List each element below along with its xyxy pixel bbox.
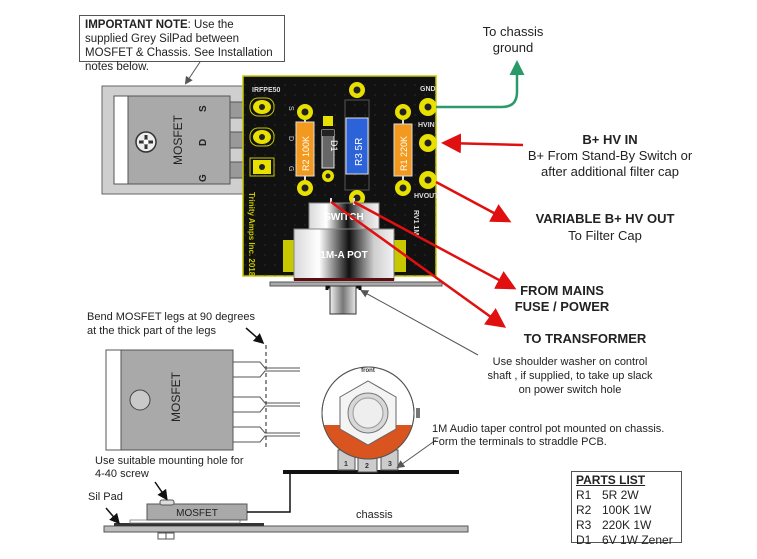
mosfet-pin-s: S [198,105,209,112]
terminal-label-gnd: GND [420,86,436,93]
pot-note: 1M Audio taper control pot mounted on ch… [432,423,665,448]
important-note-text: : Use the supplied Grey SilPad between M… [85,19,273,73]
screw-head [159,499,175,506]
r3-label: R3 5R [354,138,365,166]
silpad-pointer [105,507,120,525]
bplus-in-title: B+ HV IN [582,132,638,147]
pcb-pin-label-g: G [287,166,294,171]
important-note-heading: IMPORTANT NOTE [85,19,188,31]
bplus-out-title: VARIABLE B+ HV OUT [535,211,675,226]
pot-terminal-2: 2 [365,463,369,470]
pcb-pin-label-d: D [287,136,294,141]
transformer-title: TO TRANSFORMER [523,331,647,346]
hvin-arrow [441,133,524,154]
pcb-rv-label: RV1 1M [412,210,419,235]
mosfet-pin-d: D [198,139,209,146]
mosfet-top-view: MOSFET S D G [101,85,247,195]
bend-note: Bend MOSFET legs at 90 degrees at the th… [87,311,255,337]
bplus-in-text: B+ From Stand-By Switch or after additio… [527,148,693,179]
mosfet-bent-label: MOSFET [169,371,183,422]
pot-label: 1M-A POT [320,250,367,261]
silpad-side [114,523,264,526]
screw-pointer [154,481,168,501]
resistor-r2: R2 100K [295,104,315,196]
pot-terminal-3: 3 [388,461,392,468]
silpad-label: Sil Pad [88,491,123,503]
pot-switch-top: SWITCH 1M-A POT [269,198,443,315]
chassis-label: chassis [356,509,393,521]
mains-arrow [353,200,517,290]
mosfet-pin-g: G [198,174,209,182]
note-pointer [184,61,201,85]
pot-front-label: front [361,368,375,374]
hvout-arrow [435,180,512,223]
pot-shaft [329,285,357,315]
pcb-silkscreen: Trinity Amps Inc. 2018 [247,192,256,277]
mounting-hole [129,389,151,411]
r2-label: R2 100K [301,136,311,171]
mosfet-side-label: MOSFET [176,508,218,519]
mosfet-lead-wire [247,470,291,513]
chassis-ground-label: To chassis ground [482,24,544,55]
bend-pointer [245,327,265,344]
washer-pointer [360,290,479,356]
parts-list-title: PARTS LIST [576,473,646,487]
screw-icon [135,131,157,153]
mains-title: FROM MAINS FUSE / POWER [514,283,610,314]
switch-label: SWITCH [324,212,363,223]
pcb-mount-plate [269,281,443,287]
mosfet-top-label: MOSFET [171,114,185,165]
d1-label: D1 [329,140,339,152]
pcb-pin-label-s: S [287,106,294,111]
mosfet-tab [113,95,129,185]
chassis-plate [103,525,469,533]
diode-d1: D1 [321,116,339,182]
r1-label: R1 220K [399,136,409,171]
resistor-r1: R1 220K [393,104,413,196]
pot-front-view: 1 2 3 front [321,366,437,473]
terminal-label-hvout: HVOUT [414,193,439,200]
ground-arrow [436,60,525,109]
mosfet-bent-view: MOSFET [105,327,300,451]
pot-pointer [396,439,437,469]
important-note: IMPORTANT NOTE: Use the supplied Grey Si… [79,15,285,73]
pot-terminal-1: 1 [344,461,348,468]
pot-body [293,228,395,281]
resistor-r3: R3 5R [344,82,370,206]
washer-note: Use shoulder washer on control shaft , i… [487,356,653,396]
pcb-part-label: IRFPE50 [252,87,281,94]
bplus-out-text: To Filter Cap [568,228,642,243]
transformer-arrow [330,200,507,328]
terminal-label-hvin: HVIN [418,122,435,129]
mount-hole-note: Use suitable mounting hole for 4-40 scre… [95,455,244,480]
